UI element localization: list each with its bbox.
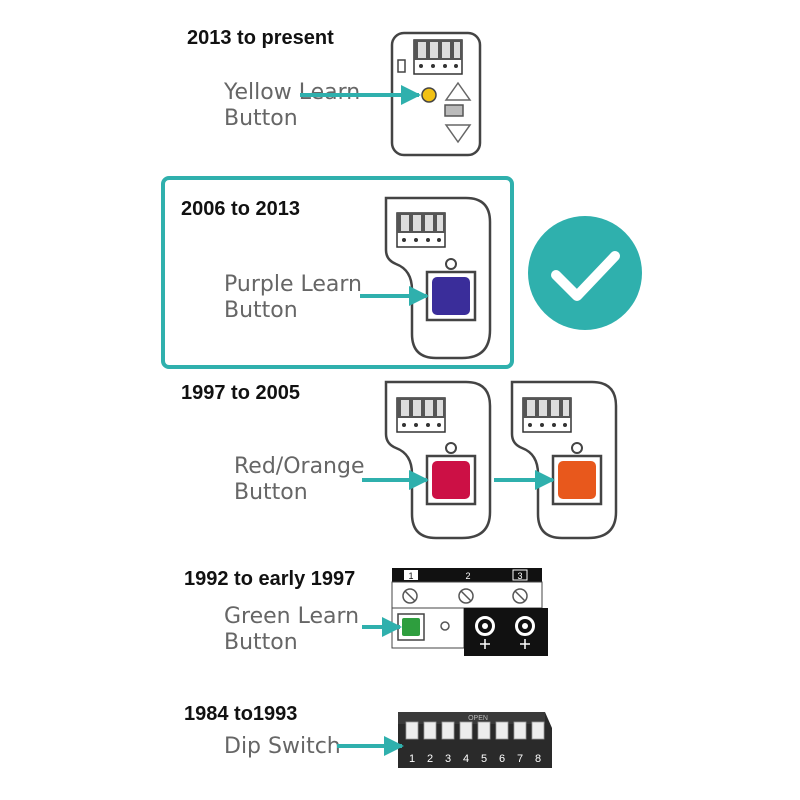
- section-title-1997: 1997 to 2005: [181, 382, 300, 404]
- purple-label-line1: Purple Learn: [224, 272, 362, 297]
- dip-switch-label: Dip Switch: [224, 734, 341, 760]
- section-title-1992: 1992 to early 1997: [184, 568, 356, 590]
- section-title-2006: 2006 to 2013: [181, 198, 300, 220]
- dip-number-3: 3: [517, 571, 522, 581]
- opener-panel-1997-red: [384, 380, 492, 540]
- dip-number-2: 2: [465, 571, 470, 581]
- switch-number-1: 1: [409, 753, 415, 765]
- switch-number-3: 3: [445, 753, 451, 765]
- green-label: Green Learn Button: [224, 604, 359, 656]
- terminal-block-icon: [413, 39, 463, 75]
- red-orange-label-line2: Button: [234, 480, 308, 505]
- switch-number-5: 5: [481, 753, 487, 765]
- yellow-label-line2: Button: [224, 106, 298, 131]
- terminal-block-icon: [522, 397, 572, 433]
- red-learn-button: [432, 461, 470, 499]
- check-icon: [551, 251, 620, 301]
- purple-learn-button: [432, 277, 470, 315]
- red-orange-label: Red/Orange Button: [234, 454, 365, 506]
- up-triangle-icon: [444, 81, 472, 101]
- red-orange-label-line1: Red/Orange: [234, 454, 365, 479]
- purple-label: Purple Learn Button: [224, 272, 362, 324]
- opener-panel-1997-orange: [510, 380, 618, 540]
- switch-number-7: 7: [517, 753, 523, 765]
- dip-switch-header: OPEN: [468, 715, 488, 722]
- switch-number-8: 8: [535, 753, 541, 765]
- dip-switch-label-line1: Dip Switch: [224, 734, 341, 759]
- green-label-line1: Green Learn: [224, 604, 360, 629]
- opener-panel-2013: [390, 31, 482, 157]
- opener-board-1992: 1 2 3: [391, 568, 548, 656]
- green-label-line2: Button: [224, 630, 298, 655]
- down-triangle-icon: [444, 124, 472, 144]
- switch-number-4: 4: [463, 753, 469, 765]
- orange-learn-button: [558, 461, 596, 499]
- yellow-label-line1: Yellow Learn: [224, 80, 361, 105]
- green-learn-button: [402, 618, 420, 636]
- switch-number-6: 6: [499, 753, 505, 765]
- terminal-block-icon: [396, 397, 446, 433]
- terminal-block-icon: [396, 212, 446, 248]
- highlight-frame: [161, 176, 514, 369]
- opener-panel-2006: [384, 196, 492, 360]
- switch-number-2: 2: [427, 753, 433, 765]
- purple-label-line2: Button: [224, 298, 298, 323]
- dip-switch-block: OPEN 1 2 3 4 5 6 7 8: [398, 712, 552, 768]
- dip-number-1: 1: [408, 571, 413, 581]
- yellow-learn-button: [421, 87, 437, 103]
- yellow-label: Yellow Learn Button: [224, 80, 360, 132]
- section-title-1984: 1984 to1993: [184, 703, 298, 725]
- section-title-2013: 2013 to present: [187, 27, 334, 49]
- check-badge: [528, 216, 642, 330]
